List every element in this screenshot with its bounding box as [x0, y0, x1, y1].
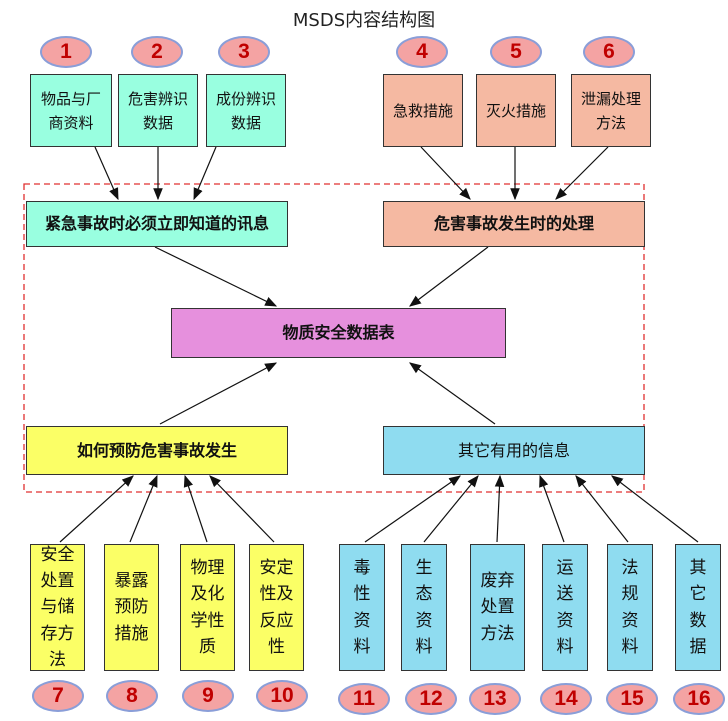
box-composition-identification: 成份辨识数据	[206, 74, 286, 147]
box-physical-chemical: 物理及化学性质	[180, 544, 235, 671]
box-disposal: 废弃处置方法	[470, 544, 525, 671]
box-other-data: 其它数据	[675, 544, 721, 671]
box-leak-handling: 泄漏处理方法	[571, 74, 651, 147]
diagram-title: MSDS内容结构图	[292, 10, 436, 31]
box-product-manufacturer: 物品与厂商资料	[30, 74, 112, 147]
box-ecology: 生态资料	[401, 544, 447, 671]
box-fire-fighting: 灭火措施	[476, 74, 556, 147]
box-hazard-identification: 危害辨识数据	[118, 74, 198, 147]
badge-7: 7	[32, 680, 84, 712]
dashed-frame	[23, 183, 645, 493]
box-other-info: 其它有用的信息	[383, 426, 645, 475]
box-emergency-info: 紧急事故时必须立即知道的讯息	[26, 201, 288, 247]
badge-5: 5	[490, 36, 542, 68]
box-regulations: 法规资料	[607, 544, 653, 671]
badge-4: 4	[396, 36, 448, 68]
badge-13: 13	[469, 683, 521, 715]
box-accident-handling: 危害事故发生时的处理	[383, 201, 645, 247]
badge-2: 2	[131, 36, 183, 68]
badge-6: 6	[583, 36, 635, 68]
badge-8: 8	[106, 680, 158, 712]
badge-14: 14	[540, 683, 592, 715]
badge-15: 15	[606, 683, 658, 715]
badge-3: 3	[218, 36, 270, 68]
box-exposure-prevention: 暴露预防措施	[104, 544, 159, 671]
box-stability-reactivity: 安定性及反应性	[249, 544, 304, 671]
badge-1: 1	[40, 36, 92, 68]
badge-10: 10	[256, 680, 308, 712]
box-toxicity: 毒性资料	[339, 544, 385, 671]
box-msds-center: 物质安全数据表	[171, 308, 506, 358]
badge-9: 9	[182, 680, 234, 712]
badge-11: 11	[338, 683, 390, 715]
badge-16: 16	[673, 683, 725, 715]
box-prevention: 如何预防危害事故发生	[26, 426, 288, 475]
box-transport: 运送资料	[542, 544, 588, 671]
badge-12: 12	[405, 683, 457, 715]
box-first-aid: 急救措施	[383, 74, 463, 147]
box-safe-handling-storage: 安全处置与储存方法	[30, 544, 85, 671]
